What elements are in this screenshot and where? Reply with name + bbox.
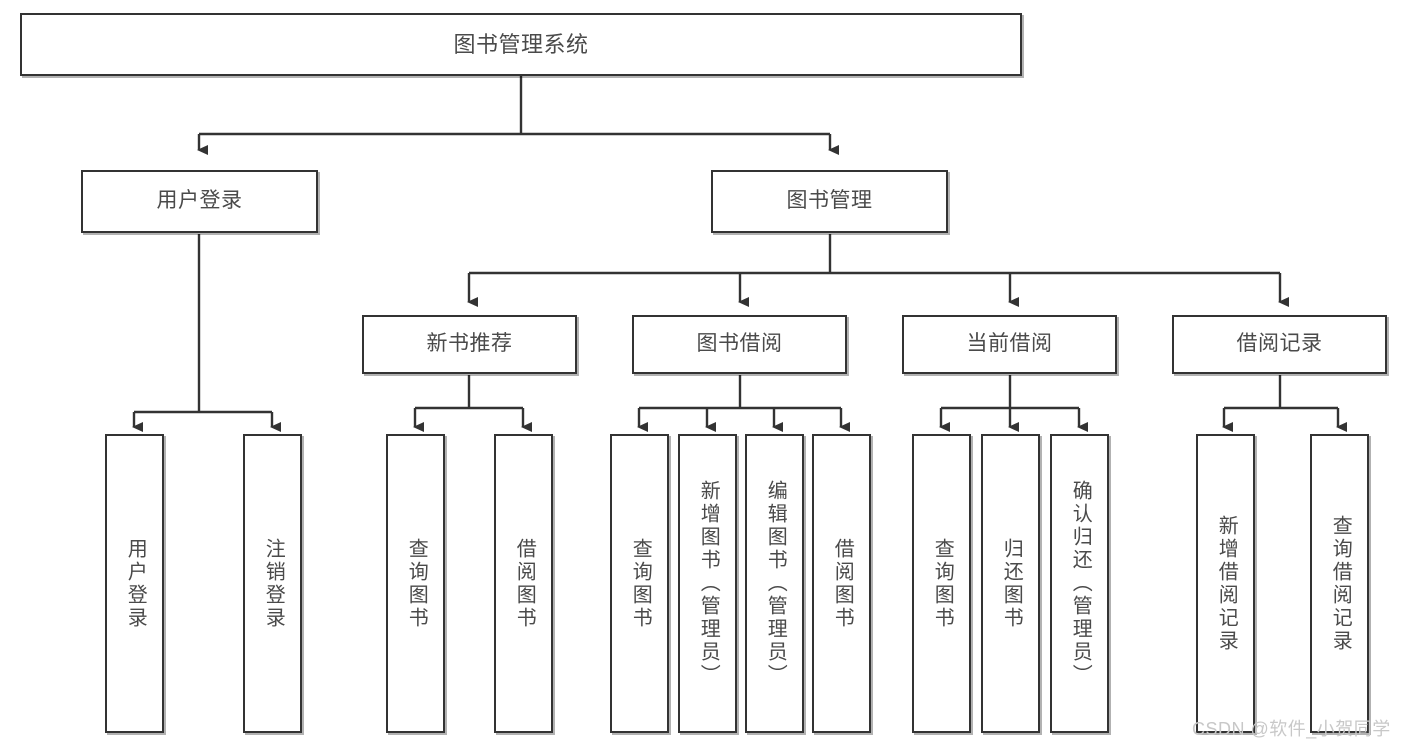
node-book-borrow[interactable]: 图书借阅 [632, 315, 847, 374]
node-new-book-recommend[interactable]: 新书推荐 [362, 315, 577, 374]
node-label: 借阅图书 [831, 537, 854, 630]
node-leaf-book-borrow-query[interactable]: 查询图书 [610, 434, 669, 733]
node-label: 图书管理 [786, 189, 873, 213]
node-current-borrow[interactable]: 当前借阅 [902, 315, 1117, 374]
node-label: 借阅记录 [1236, 332, 1323, 356]
node-label: 编辑图书（管理员） [764, 480, 787, 687]
node-book-management[interactable]: 图书管理 [711, 170, 948, 233]
node-label: 查询图书 [629, 537, 652, 630]
node-label: 归还图书 [1000, 537, 1023, 630]
node-label: 借阅图书 [513, 537, 536, 630]
node-label: 图书借阅 [696, 332, 783, 356]
node-label: 查询图书 [931, 537, 954, 630]
node-root-book-management-system[interactable]: 图书管理系统 [20, 13, 1022, 76]
node-label: 图书管理系统 [453, 31, 589, 57]
node-leaf-book-borrow-edit[interactable]: 编辑图书（管理员） [745, 434, 804, 733]
node-leaf-new-book-borrow[interactable]: 借阅图书 [494, 434, 553, 733]
node-leaf-current-borrow-query[interactable]: 查询图书 [912, 434, 971, 733]
node-leaf-book-borrow-borrow[interactable]: 借阅图书 [812, 434, 871, 733]
node-label: 确认归还（管理员） [1069, 480, 1092, 687]
node-label: 查询借阅记录 [1329, 514, 1352, 653]
node-label: 新增图书（管理员） [697, 480, 720, 687]
node-label: 新增借阅记录 [1215, 514, 1238, 653]
node-user-login[interactable]: 用户登录 [81, 170, 318, 233]
node-label: 用户登录 [124, 537, 147, 630]
node-leaf-current-borrow-return[interactable]: 归还图书 [981, 434, 1040, 733]
node-label: 用户登录 [156, 189, 243, 213]
node-label: 注销登录 [262, 537, 285, 630]
node-label: 新书推荐 [426, 332, 513, 356]
node-leaf-user-login-login[interactable]: 用户登录 [105, 434, 164, 733]
node-leaf-new-book-query[interactable]: 查询图书 [386, 434, 445, 733]
node-leaf-book-borrow-add[interactable]: 新增图书（管理员） [678, 434, 737, 733]
node-leaf-borrow-record-add[interactable]: 新增借阅记录 [1196, 434, 1255, 733]
node-label: 当前借阅 [966, 332, 1053, 356]
node-label: 查询图书 [405, 537, 428, 630]
node-leaf-borrow-record-query[interactable]: 查询借阅记录 [1310, 434, 1369, 733]
node-leaf-user-login-logout[interactable]: 注销登录 [243, 434, 302, 733]
connectors [132, 76, 1347, 432]
node-borrow-record[interactable]: 借阅记录 [1172, 315, 1387, 374]
node-leaf-current-borrow-confirm[interactable]: 确认归还（管理员） [1050, 434, 1109, 733]
